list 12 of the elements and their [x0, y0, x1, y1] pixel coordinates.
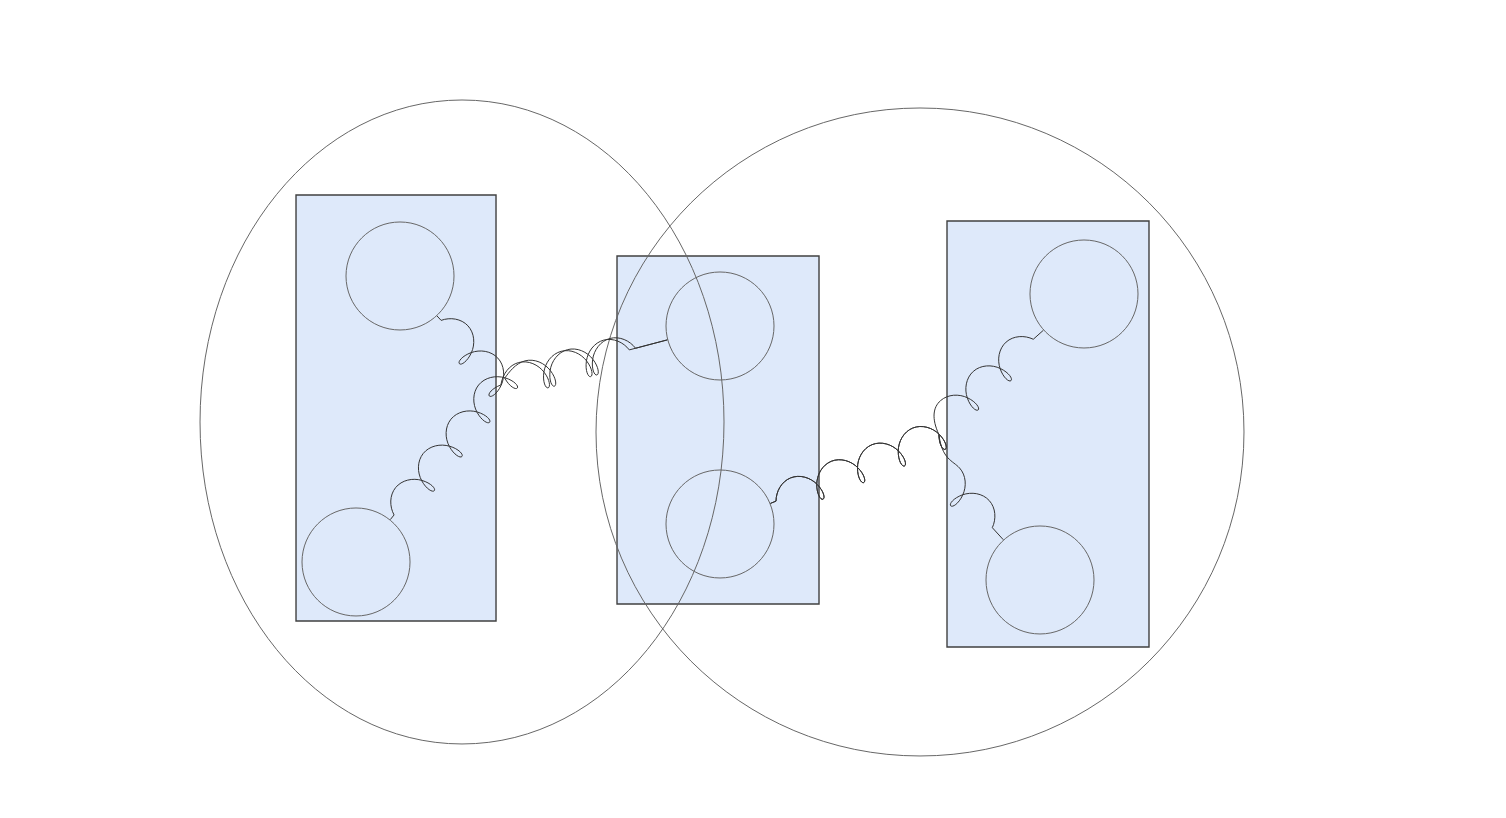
small-circle [301, 507, 411, 617]
coil-spring [769, 426, 1004, 541]
big-circle [595, 107, 1245, 757]
panel-box [946, 220, 1150, 648]
big-circle [199, 99, 725, 745]
small-circle [345, 221, 455, 331]
small-circle [1029, 239, 1139, 349]
coil-spring [389, 337, 668, 521]
small-circle [665, 271, 775, 381]
panel-box [295, 194, 497, 622]
small-circle [665, 469, 775, 579]
small-circle [985, 525, 1095, 635]
